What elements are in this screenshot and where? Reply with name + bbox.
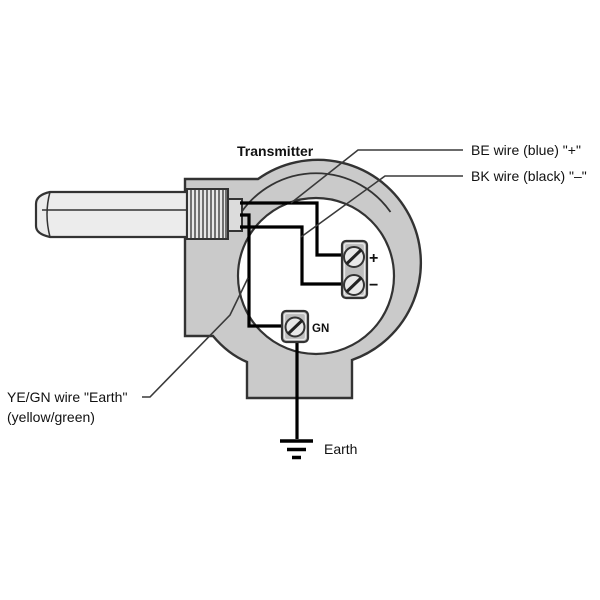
earth-wire [240,213,283,328]
probe-rod [34,190,189,239]
blue-plus-wire [240,201,342,257]
minus-terminal-label: − [369,277,378,294]
be-wire-label: BE wire (blue) "+" [471,142,581,158]
earth-label: Earth [324,441,357,457]
transmitter-title: Transmitter [237,143,314,159]
housing-rim-lip [240,172,392,213]
earth-ground-icon [280,439,313,460]
ground-terminal-block [280,309,310,344]
probe-collar [227,198,243,232]
black-minus-wire [240,225,342,286]
yegn-wire-label-line1: YE/GN wire "Earth" [7,389,127,405]
yegn-wire-label-line2: (yellow/green) [7,409,95,425]
probe-end-bevel [46,191,51,238]
housing-cavity [236,196,396,356]
bk-wire-leader-line [300,175,463,238]
signal-terminal-block [340,239,369,300]
be-wire-leader-line [290,149,463,204]
plus-terminal-label: + [369,250,378,267]
ground-terminal-label: GN [312,323,329,335]
bk-wire-label: BK wire (black) "–" [471,168,587,184]
thread-lines [190,190,227,238]
yegn-wire-leader-line [142,277,249,398]
